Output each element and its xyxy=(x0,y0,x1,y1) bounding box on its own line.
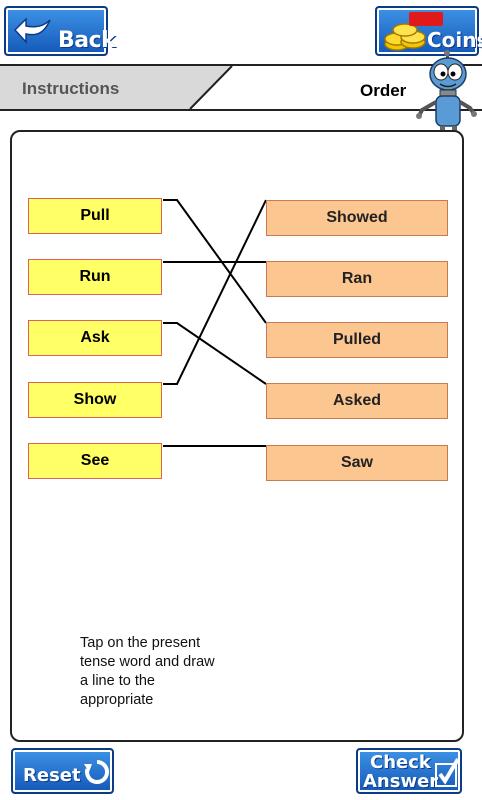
back-button[interactable]: Back xyxy=(4,6,116,56)
tab-instructions[interactable]: Instructions xyxy=(0,66,232,109)
divider xyxy=(0,109,482,111)
instruction-text: Tap on the present tense word and draw a… xyxy=(80,635,215,708)
tab-order[interactable]: Order xyxy=(360,81,407,100)
present-word-run[interactable]: Run xyxy=(28,259,162,295)
check-label-line2: Answer xyxy=(363,771,439,792)
present-word-show[interactable]: Show xyxy=(28,382,162,418)
past-word-ran[interactable]: Ran xyxy=(266,261,448,297)
present-word-pull[interactable]: Pull xyxy=(28,198,162,234)
top-bar: Back Coins xyxy=(0,0,482,64)
tab-instructions-label: Instructions xyxy=(22,79,120,98)
past-word-asked[interactable]: Asked xyxy=(266,383,448,419)
tab-strip: Instructions Order xyxy=(0,64,482,112)
coins-button[interactable]: Coins xyxy=(375,6,482,56)
coins-icon xyxy=(384,23,426,51)
reset-icon xyxy=(84,759,110,784)
past-word-showed[interactable]: Showed xyxy=(266,200,448,236)
check-answer-button[interactable]: Check Answer xyxy=(356,748,462,794)
tab-separator xyxy=(189,65,233,110)
checkmark-icon xyxy=(435,757,460,787)
reset-label: Reset xyxy=(23,765,81,786)
reset-button[interactable]: Reset xyxy=(11,748,114,794)
back-label: Back xyxy=(58,28,116,53)
coins-label: Coins xyxy=(427,28,482,52)
past-word-pulled[interactable]: Pulled xyxy=(266,322,448,358)
coins-count-badge xyxy=(409,12,443,26)
check-label-line1: Check xyxy=(370,752,431,773)
present-word-ask[interactable]: Ask xyxy=(28,320,162,356)
divider xyxy=(0,64,482,66)
present-word-see[interactable]: See xyxy=(28,443,162,479)
past-word-saw[interactable]: Saw xyxy=(266,445,448,481)
back-arrow-icon xyxy=(14,17,51,44)
